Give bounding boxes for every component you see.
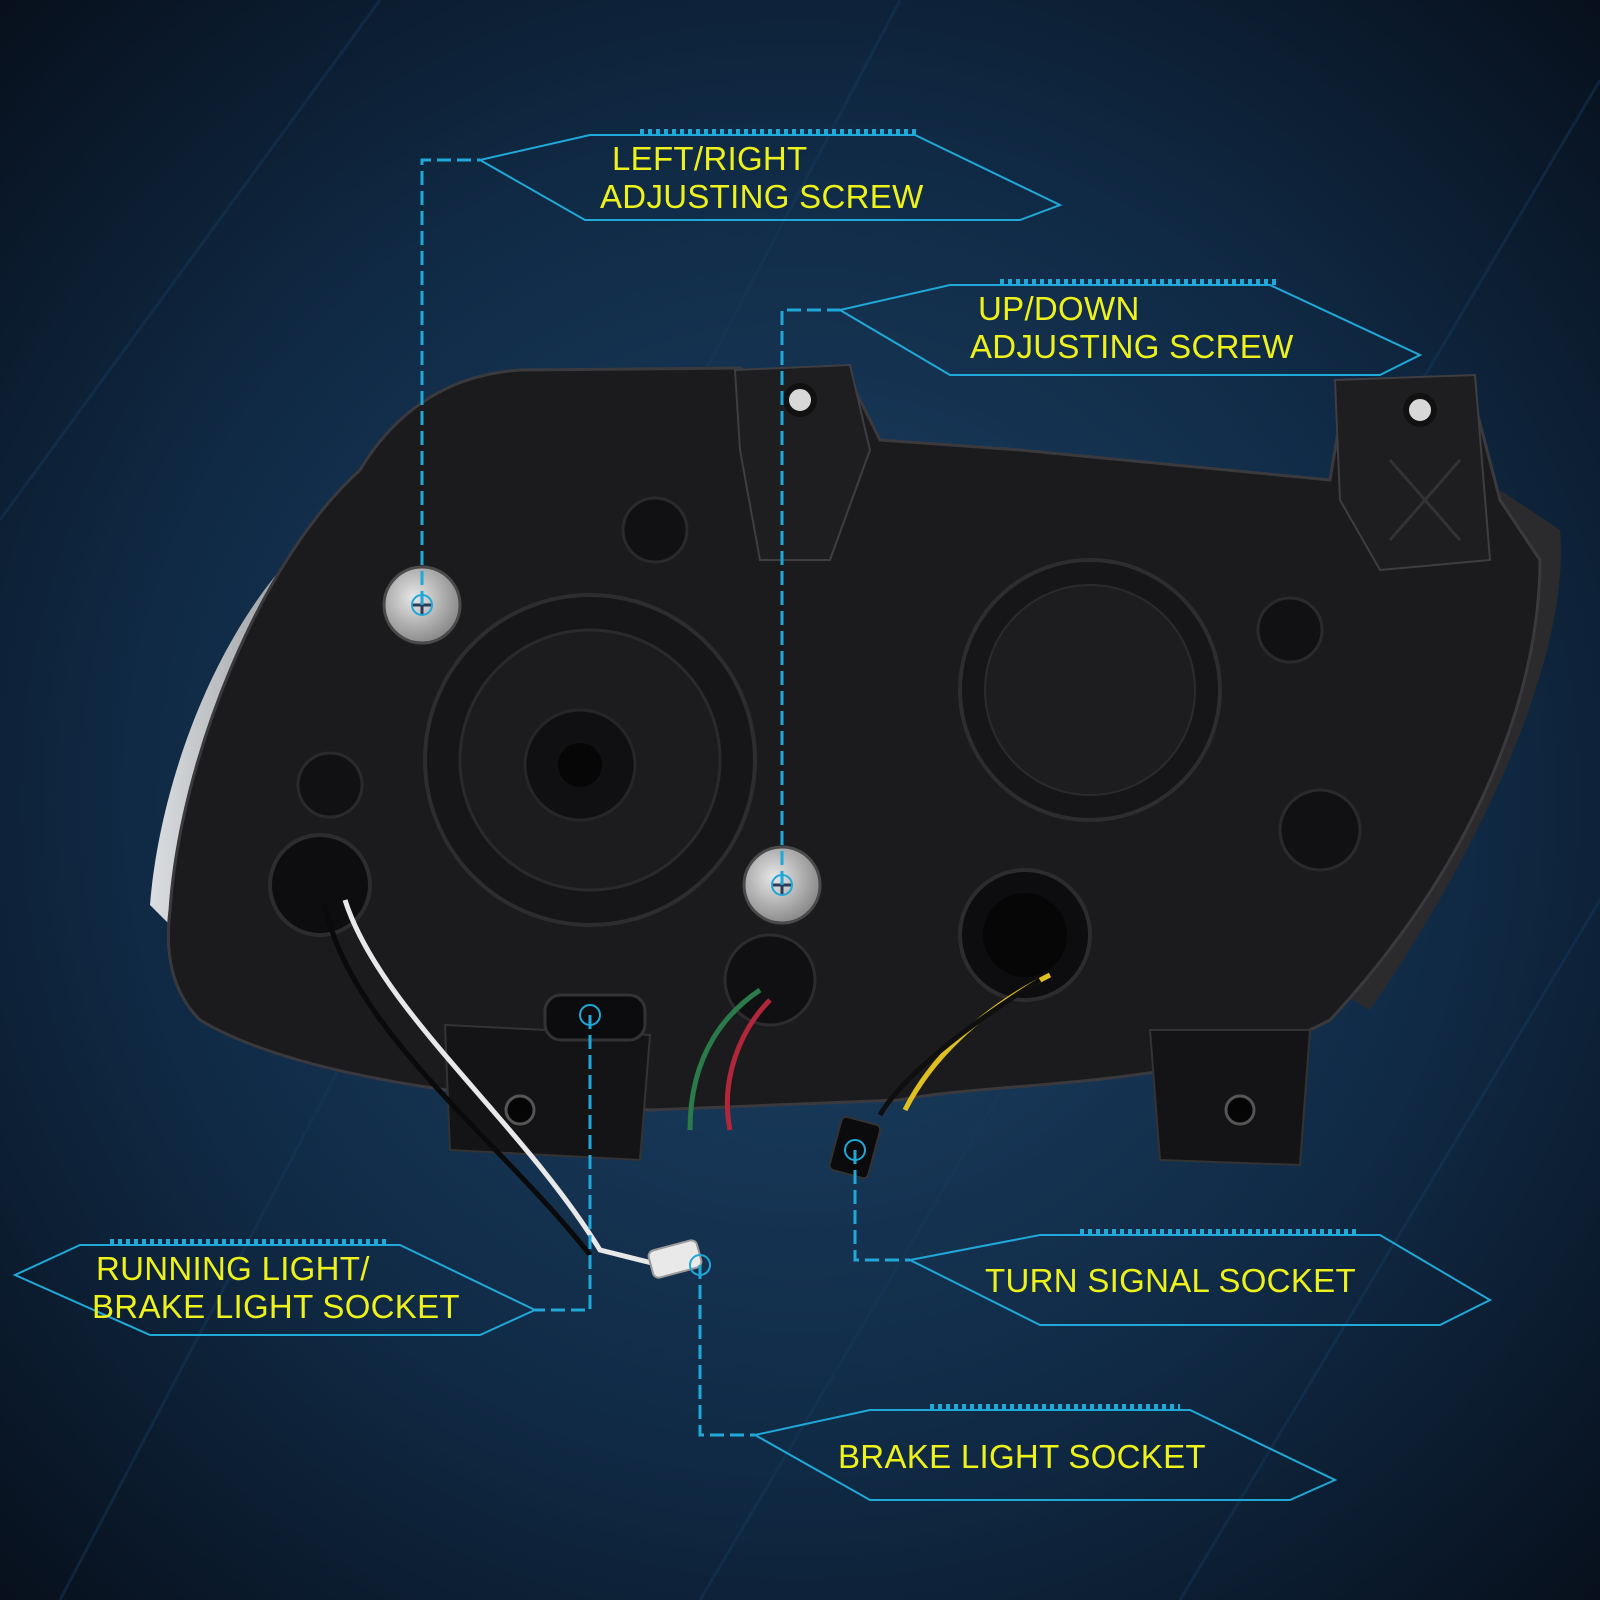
plug-turn: [828, 1115, 882, 1180]
plug-top-left: [621, 496, 689, 564]
leader-left-right: [420, 158, 480, 605]
housing-body: [166, 366, 1542, 1112]
leader-running-brake: [535, 1015, 592, 1312]
wire-white: [342, 899, 661, 1268]
top-bracket-right: [1333, 373, 1492, 572]
label-turn-signal-socket: TURN SIGNAL SOCKET: [985, 1262, 1356, 1300]
leader-up-down: [780, 308, 840, 885]
label-line: ADJUSTING SCREW: [600, 178, 924, 215]
mount-hole-right: [1224, 1094, 1256, 1126]
headlight-housing: [150, 363, 1561, 1279]
bulb-cap-right-inner: [984, 584, 1196, 796]
socket-center: [723, 933, 817, 1027]
label-line: RUNNING LIGHT/: [96, 1250, 370, 1287]
bracket-x-mark: [1388, 459, 1462, 541]
wire-red: [724, 998, 772, 1131]
top-bracket-center: [733, 363, 872, 561]
frame-turn-signal: [906, 1234, 1493, 1326]
plug-white: [647, 1239, 703, 1279]
mount-hole-left: [504, 1094, 536, 1126]
leader-brake-light: [698, 1265, 755, 1437]
label-line: ADJUSTING SCREW: [970, 328, 1294, 365]
label-up-down-adjusting-screw: UP/DOWN ADJUSTING SCREW: [970, 290, 1294, 366]
lower-mount-right: [1148, 1029, 1312, 1167]
label-line: LEFT/RIGHT: [612, 140, 808, 177]
bracket-hole-center: [783, 383, 817, 417]
socket-turn-inner: [983, 893, 1067, 977]
bracket-hole-right: [1403, 393, 1437, 427]
frame-running-brake: [12, 1244, 538, 1336]
label-brake-light-socket: BRAKE LIGHT SOCKET: [838, 1438, 1206, 1476]
leader-turn-signal: [853, 1150, 910, 1262]
frame-brake-light: [752, 1409, 1338, 1501]
callout-lines: [12, 134, 1493, 1501]
target-markers: [411, 594, 866, 1276]
label-line: UP/DOWN: [978, 290, 1140, 327]
plug-left: [296, 751, 364, 819]
wire-black: [322, 904, 592, 1257]
label-line: BRAKE LIGHT SOCKET: [92, 1288, 460, 1325]
wire-green: [687, 987, 762, 1131]
connector-center: [543, 993, 647, 1042]
callout-accent-bars: [110, 129, 1360, 1410]
label-left-right-adjusting-screw: LEFT/RIGHT ADJUSTING SCREW: [600, 140, 924, 216]
plug-right: [1256, 596, 1324, 664]
socket-left: [268, 833, 372, 937]
label-line: BRAKE LIGHT SOCKET: [838, 1438, 1206, 1475]
wire-dark: [877, 977, 1042, 1117]
frame-left-right: [477, 134, 1063, 221]
plug-lower-right: [1278, 788, 1362, 872]
label-running-brake-light-socket: RUNNING LIGHT/ BRAKE LIGHT SOCKET: [92, 1250, 460, 1326]
label-line: TURN SIGNAL SOCKET: [985, 1262, 1356, 1299]
bulb-cap-left-hole: [558, 743, 602, 787]
frame-up-down: [837, 284, 1423, 376]
